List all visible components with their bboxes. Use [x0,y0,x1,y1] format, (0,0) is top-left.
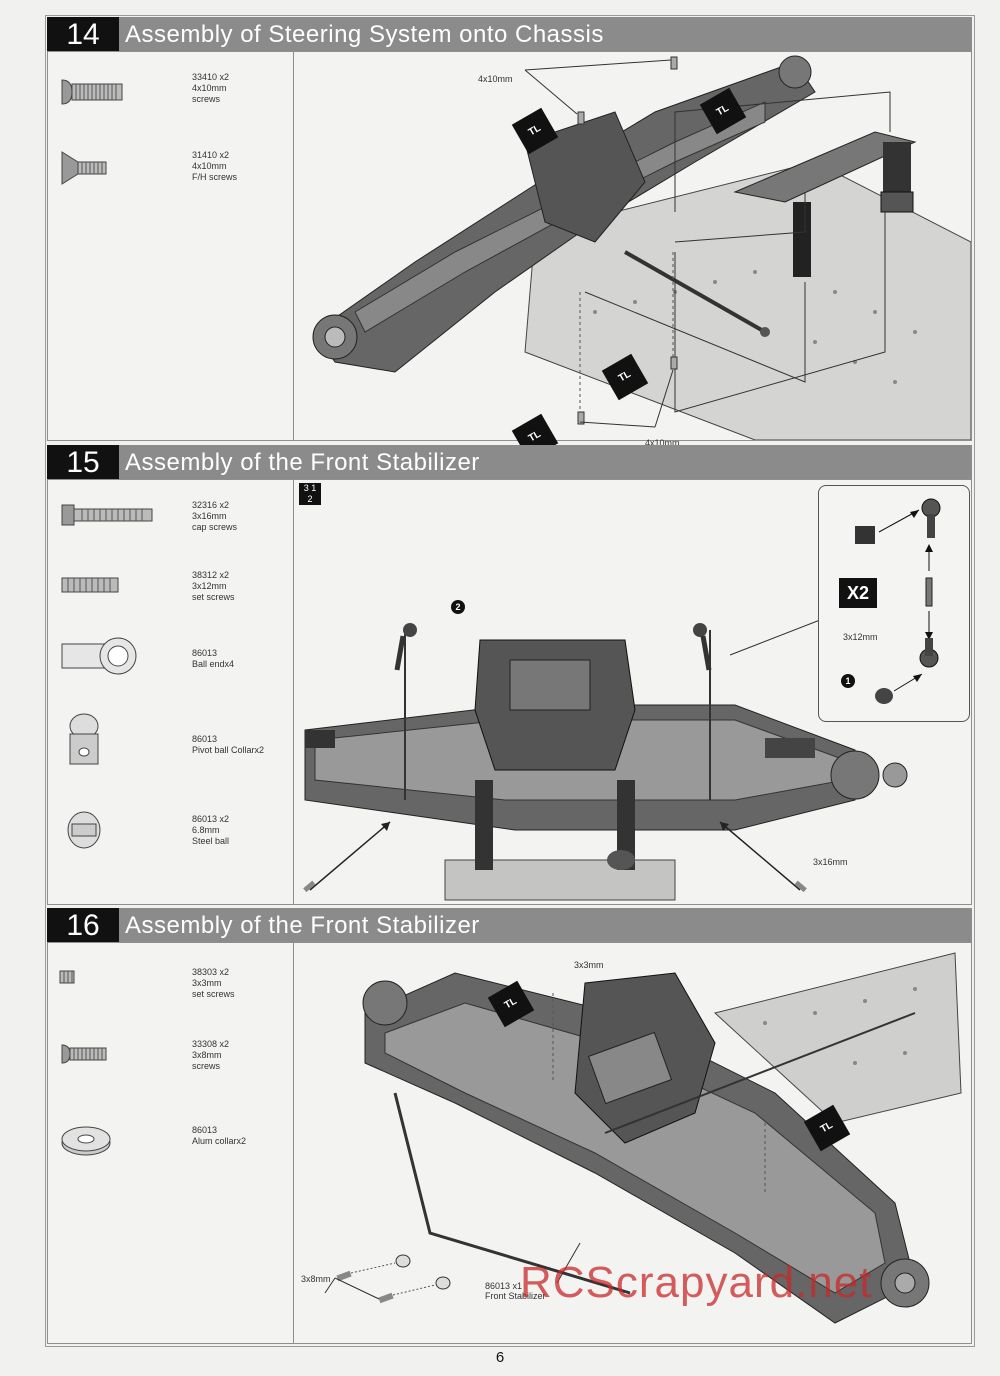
section-16: 16 Assembly of the Front Stabilizer 3830… [47,908,972,1344]
section-body: 38303 x2 3x3mm set screws 33308 x2 3x8mm… [47,942,972,1344]
section-number: 15 [47,445,119,479]
set-screw-icon [61,577,119,593]
screw-callout: 3x8mm [301,1274,331,1284]
cap-screw-icon [61,504,153,526]
pivot-ball-collar-icon [69,713,99,765]
assembly-order-icon: 3 1 2 [299,483,321,505]
section-15: 15 Assembly of the Front Stabilizer 3231… [47,445,972,905]
front-stabilizer-install-diagram [324,952,962,1324]
section-title: Assembly of the Front Stabilizer [125,912,480,939]
part-item: 38312 x2 3x12mm set screws [48,570,294,630]
part-text: 38303 x2 3x3mm set screws [192,967,235,999]
part-item: 38303 x2 3x3mm set screws [48,967,294,1027]
flat-head-screw-icon [61,151,107,185]
section-body: 32316 x2 3x16mm cap screws 38312 x2 3x12… [47,479,972,905]
screw-callout: 4x10mm [478,74,513,84]
parts-list: 32316 x2 3x16mm cap screws 38312 x2 3x12… [48,480,294,904]
screw-callout: 3x3mm [574,960,604,970]
section-title: Assembly of the Front Stabilizer [125,449,480,476]
part-text: 33308 x2 3x8mm screws [192,1039,230,1071]
set-screw-small-icon [59,970,75,984]
parts-list: 33410 x2 4x10mm screws 31410 x2 4x10mm F… [48,52,294,440]
part-text: 86013 Alum collarx2 [192,1125,247,1146]
part-item: 86013 Alum collarx2 [48,1121,294,1181]
part-item: 86013 x2 6.8mm Steel ball [48,808,294,868]
part-text: 32316 x2 3x16mm cap screws [192,500,238,532]
section-number: 16 [47,908,119,942]
part-text: 33410 x2 4x10mm screws [192,72,230,104]
part-text: 86013 Ball endx4 [192,648,235,669]
button-head-screw-icon [61,79,123,105]
part-text: 38312 x2 3x12mm set screws [192,570,235,602]
section-body: 33410 x2 4x10mm screws 31410 x2 4x10mm F… [47,51,972,461]
watermark: RCScrapyard.net [520,1258,873,1307]
part-item: 86013 Ball endx4 [48,636,294,696]
part-text: 86013 Pivot ball Collarx2 [192,734,265,755]
part-item: 33410 x2 4x10mm screws [48,72,294,132]
part-item: 31410 x2 4x10mm F/H screws [48,148,294,208]
part-item: 32316 x2 3x16mm cap screws [48,500,294,560]
part-text: 86013 x2 6.8mm Steel ball [192,814,230,846]
button-head-screw-icon [61,1044,107,1064]
screw-callout: 4x10mm [645,438,680,448]
section-header: 15 Assembly of the Front Stabilizer [47,445,972,479]
parts-list: 38303 x2 3x3mm set screws 33308 x2 3x8mm… [48,943,294,1343]
ball-end-detail-inset: X2 3x12mm 1 [818,485,970,722]
section-header: 16 Assembly of the Front Stabilizer [47,908,972,942]
quantity-badge: X2 [839,578,877,608]
part-text: 31410 x2 4x10mm F/H screws [192,150,237,182]
ball-end-icon [61,637,137,675]
section-header: 14 Assembly of Steering System onto Chas… [47,17,972,51]
section-title: Assembly of Steering System onto Chassis [125,21,604,48]
step-number: 1 [841,674,855,688]
page-number: 6 [495,1349,505,1366]
step-number: 2 [451,600,465,614]
front-stabilizer-diagram [303,619,908,901]
page-frame [45,15,975,1347]
section-14: 14 Assembly of Steering System onto Chas… [47,17,972,461]
part-item: 33308 x2 3x8mm screws [48,1039,294,1099]
ball-end-detail-diagram [855,498,941,704]
alum-collar-icon [61,1126,111,1156]
screw-callout: 3x12mm [843,632,878,642]
part-item: 86013 Pivot ball Collarx2 [48,712,294,772]
section-number: 14 [47,17,119,51]
steel-ball-icon [67,811,101,849]
part-callout: 86013 x1 Front Stabilizer [485,1281,546,1301]
screw-callout: 3x16mm [813,857,848,867]
